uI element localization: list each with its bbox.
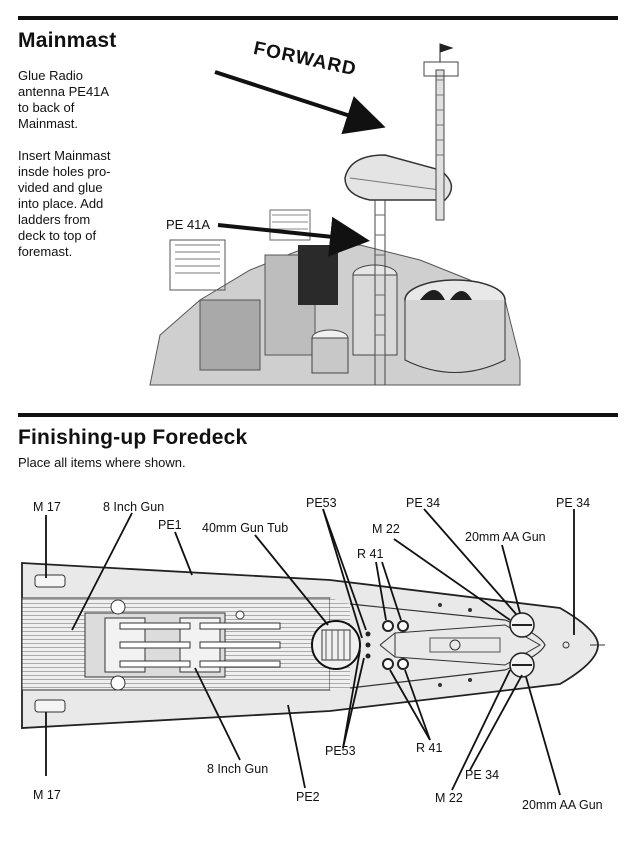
label-20mm-aa-gun-bottom: 20mm AA Gun	[522, 798, 603, 812]
top-rule	[18, 16, 618, 20]
label-pe1: PE1	[158, 518, 182, 532]
label-pe53-bottom: PE53	[325, 744, 356, 758]
mainmast-illustration	[149, 43, 521, 386]
mainmast-title: Mainmast	[18, 29, 117, 52]
aa-gun-tubs	[509, 612, 535, 678]
label-pe34-top-left: PE 34	[406, 496, 441, 510]
foredeck-subtitle: Place all items where shown.	[18, 455, 186, 470]
label-m22-bottom: M 22	[435, 791, 463, 805]
gun-tub	[311, 620, 361, 670]
label-pe2: PE2	[296, 790, 320, 804]
forward-arrow	[214, 70, 386, 135]
label-20mm-aa-gun-top: 20mm AA Gun	[465, 530, 546, 544]
mainmast-paragraph-2: Insert Mainmast insde holes pro- vided a…	[18, 148, 111, 259]
mainmast-paragraph-1: Glue Radio antenna PE41A to back of Main…	[18, 68, 110, 131]
label-m22-top: M 22	[372, 522, 400, 536]
label-m17-bottom: M 17	[33, 788, 61, 802]
r41-fittings	[382, 620, 409, 670]
leader-lines	[45, 508, 575, 796]
label-pe53-top: PE53	[306, 496, 337, 510]
label-pe34-bottom: PE 34	[465, 768, 500, 782]
label-pe34-top-right: PE 34	[556, 496, 591, 510]
m17-fittings	[34, 574, 66, 713]
middle-rule	[18, 413, 618, 417]
label-r41-top: R 41	[357, 547, 384, 561]
label-r41-bottom: R 41	[416, 741, 443, 755]
label-m17-top: M 17	[33, 500, 61, 514]
label-40mm-gun-tub: 40mm Gun Tub	[202, 521, 289, 535]
label-8inch-gun-top: 8 Inch Gun	[103, 500, 165, 514]
superstructure-shape	[149, 43, 521, 386]
turret-group	[84, 599, 281, 691]
label-8inch-gun-bottom: 8 Inch Gun	[207, 762, 269, 776]
pe41a-arrow	[217, 216, 370, 257]
pe41a-label: PE 41A	[166, 217, 211, 232]
foredeck-title: Finishing-up Foredeck	[18, 426, 248, 449]
pe53-fittings	[365, 631, 371, 659]
